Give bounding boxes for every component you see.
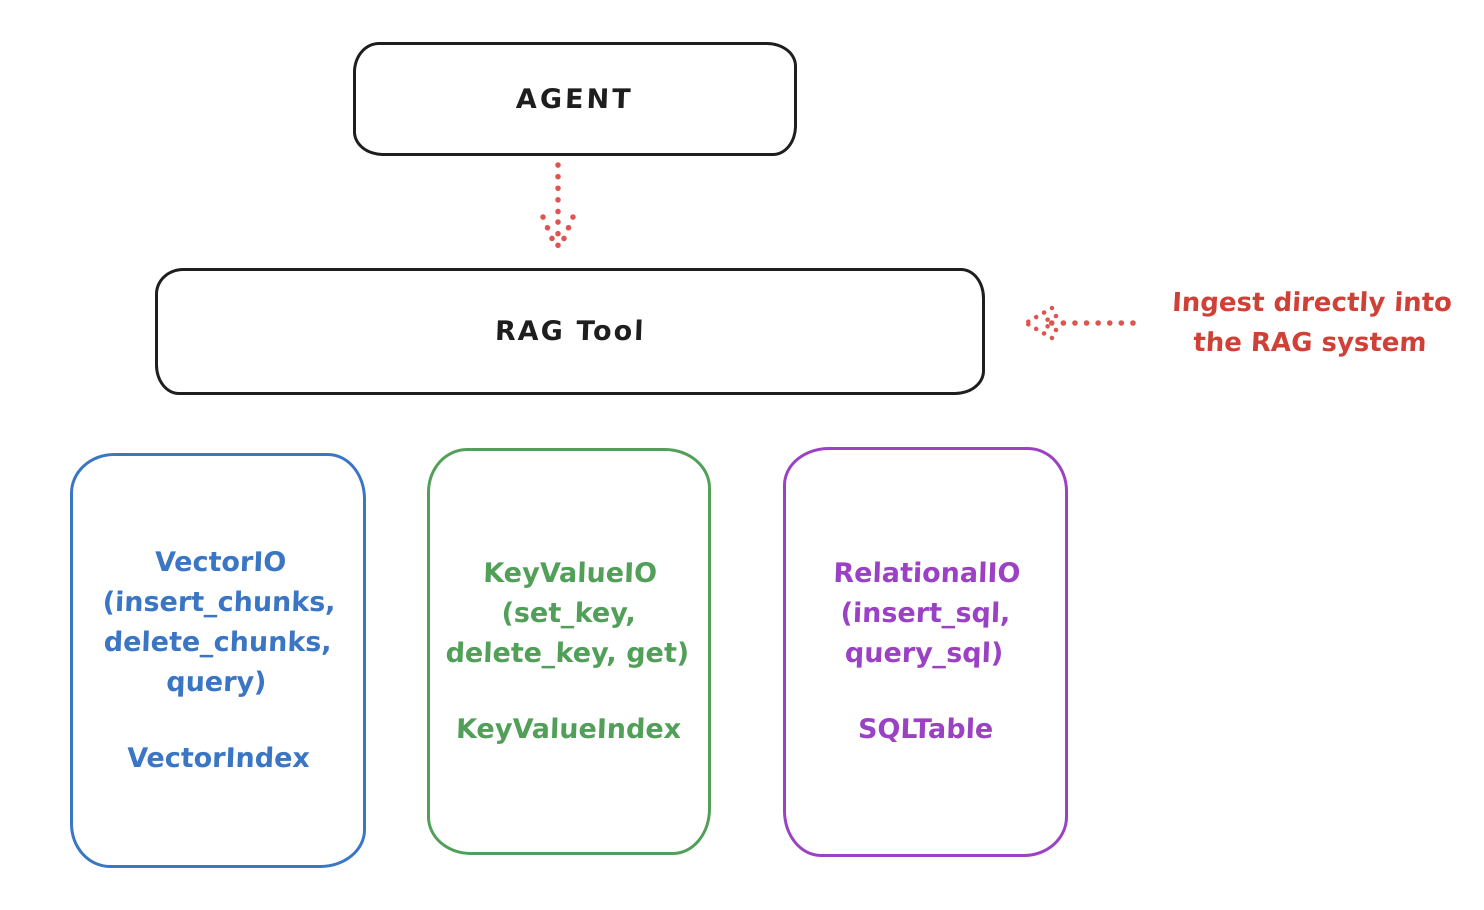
rag-tool-box: RAG Tool	[155, 268, 985, 395]
dotted-left-arrow-icon	[1023, 305, 1136, 341]
vector-io-line: delete_chunks,	[102, 626, 332, 658]
ingest-annotation: Ingest directly into the RAG system	[1138, 283, 1484, 363]
dotted-down-arrow-icon	[540, 162, 576, 256]
sql-table-label: SQLTable	[857, 714, 994, 745]
vector-io-box: VectorIO (insert_chunks, delete_chunks, …	[70, 453, 366, 868]
ingest-annotation-line1: Ingest directly into	[1171, 288, 1453, 318]
relational-io-line: (insert_sql,	[840, 598, 1011, 629]
vector-io-line: (insert_chunks,	[101, 586, 336, 618]
keyvalue-io-line: delete_key, get)	[445, 637, 690, 669]
keyvalue-index-label: KeyValueIndex	[455, 713, 683, 745]
agent-box: AGENT	[353, 42, 797, 156]
relational-io-line: RelationalIO	[832, 558, 1021, 589]
ingest-annotation-line2: the RAG system	[1192, 328, 1428, 358]
relational-io-lines: RelationalIO (insert_sql, query_sql)	[830, 554, 1021, 674]
agent-label: AGENT	[515, 83, 635, 115]
keyvalue-io-line: (set_key,	[501, 597, 637, 629]
keyvalue-io-box: KeyValueIO (set_key, delete_key, get) Ke…	[427, 448, 711, 855]
keyvalue-io-line: KeyValueIO	[482, 557, 658, 589]
keyvalue-io-lines: KeyValueIO (set_key, delete_key, get)	[445, 554, 693, 674]
relational-io-line: query_sql)	[844, 638, 1004, 669]
vector-io-line: VectorIO	[153, 546, 287, 578]
vector-io-lines: VectorIO (insert_chunks, delete_chunks, …	[99, 543, 337, 703]
relational-io-box: RelationalIO (insert_sql, query_sql) SQL…	[783, 447, 1068, 857]
rag-tool-label: RAG Tool	[494, 316, 646, 347]
vector-index-label: VectorIndex	[126, 742, 310, 774]
vector-io-line: query)	[165, 666, 267, 698]
